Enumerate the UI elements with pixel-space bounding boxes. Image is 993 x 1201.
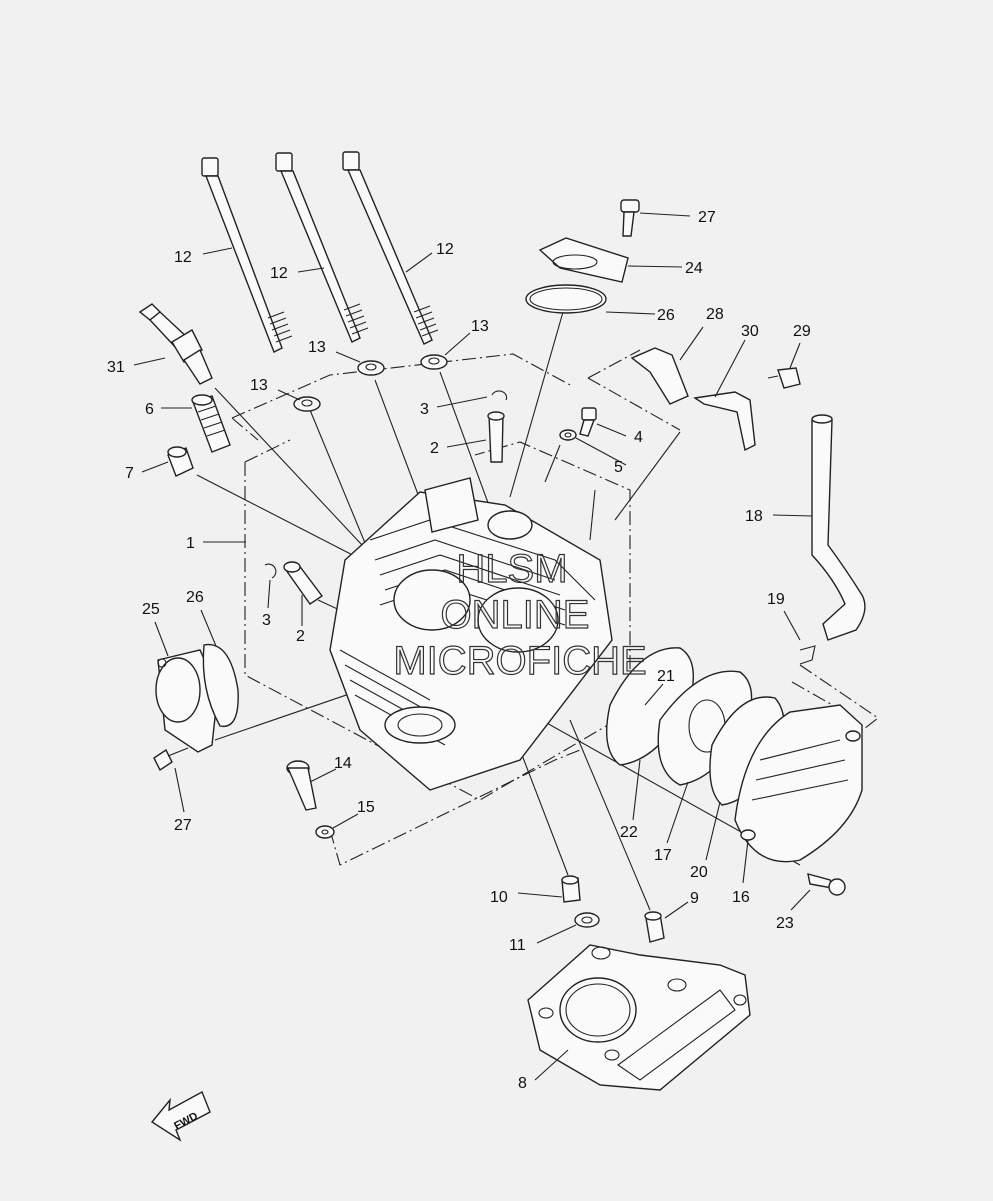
label-27-top: 27 <box>698 209 716 226</box>
label-20: 20 <box>690 864 708 881</box>
valve-adjuster-part-6 <box>191 394 231 453</box>
dowel-pin-part-10 <box>561 875 581 903</box>
cylinder-head-part-1 <box>329 477 613 791</box>
label-12-middle: 12 <box>270 265 288 282</box>
head-gasket-part-8 <box>527 944 751 1091</box>
bracket-part-28 <box>630 347 689 405</box>
o-ring-part-26-top <box>525 284 607 314</box>
washer-part-5 <box>559 429 577 441</box>
label-8: 8 <box>518 1075 527 1092</box>
o-ring-part-11 <box>574 912 600 928</box>
label-26-top: 26 <box>657 307 675 324</box>
label-29: 29 <box>793 323 811 340</box>
label-24: 24 <box>685 260 703 277</box>
bolt-part-14 <box>286 760 317 811</box>
label-16: 16 <box>732 889 750 906</box>
watermark-line-1: HLSM <box>456 547 567 591</box>
callout-numbers: 12 12 12 13 13 13 31 6 7 3 2 4 5 27 24 2… <box>107 209 811 1092</box>
bolt-part-27-top <box>620 199 640 237</box>
label-11: 11 <box>509 937 526 954</box>
spark-plug <box>138 303 213 385</box>
cover-plate-part-24 <box>538 237 629 283</box>
valve-guide <box>283 411 505 605</box>
breather-hose-part-18 <box>811 414 866 641</box>
stud-bolt-left <box>201 157 293 353</box>
label-26-left: 26 <box>186 589 204 606</box>
bolt-part-4 <box>579 407 597 437</box>
cap-part-7 <box>167 446 194 477</box>
clamp-part-30 <box>693 391 756 452</box>
stud-bolt-middle <box>275 152 369 343</box>
circlip <box>264 390 508 579</box>
bolt-part-29 <box>767 367 801 389</box>
watermark-line-3: MICROFICHE <box>393 639 646 683</box>
label-14: 14 <box>334 755 352 772</box>
label-25: 25 <box>142 601 160 618</box>
label-1: 1 <box>186 535 195 552</box>
label-22: 22 <box>620 824 638 841</box>
label-6: 6 <box>145 401 154 418</box>
label-27-left: 27 <box>174 817 192 834</box>
washer-13 <box>293 354 448 412</box>
label-23: 23 <box>776 915 794 932</box>
label-4: 4 <box>634 429 643 446</box>
label-13-a: 13 <box>308 339 326 356</box>
label-21: 21 <box>657 668 675 685</box>
stud-bolt-right <box>342 151 439 345</box>
label-7: 7 <box>125 465 134 482</box>
label-2-left: 2 <box>296 628 305 645</box>
watermark: HLSM ONLINE MICROFICHE <box>393 546 648 683</box>
label-12-right: 12 <box>436 241 454 258</box>
label-2-top: 2 <box>430 440 439 457</box>
label-31: 31 <box>107 359 125 376</box>
label-13-b: 13 <box>250 377 268 394</box>
bolt-part-23 <box>807 873 846 896</box>
washer-part-15 <box>315 825 335 839</box>
label-18: 18 <box>745 508 763 525</box>
forward-direction-arrow: FWD <box>150 1091 211 1142</box>
label-9: 9 <box>690 890 699 907</box>
callout-lines <box>133 212 813 1081</box>
bolt-part-27-left <box>153 747 189 772</box>
label-28: 28 <box>706 306 724 323</box>
label-12-left: 12 <box>174 249 192 266</box>
side-cap-part-25 <box>155 649 219 753</box>
gasket-part-26-left <box>202 643 239 728</box>
label-3-top: 3 <box>420 401 429 418</box>
label-5: 5 <box>614 459 623 476</box>
watermark-line-2: ONLINE <box>441 593 590 637</box>
label-30: 30 <box>741 323 759 340</box>
clip-part-19 <box>799 645 816 665</box>
label-10: 10 <box>490 889 508 906</box>
label-19: 19 <box>767 591 785 608</box>
label-3-left: 3 <box>262 612 271 629</box>
tappet-cover-part-16 <box>734 704 863 863</box>
dowel-pin-part-9 <box>644 911 665 943</box>
label-17: 17 <box>654 847 672 864</box>
label-13-c: 13 <box>471 318 489 335</box>
label-15: 15 <box>357 799 375 816</box>
